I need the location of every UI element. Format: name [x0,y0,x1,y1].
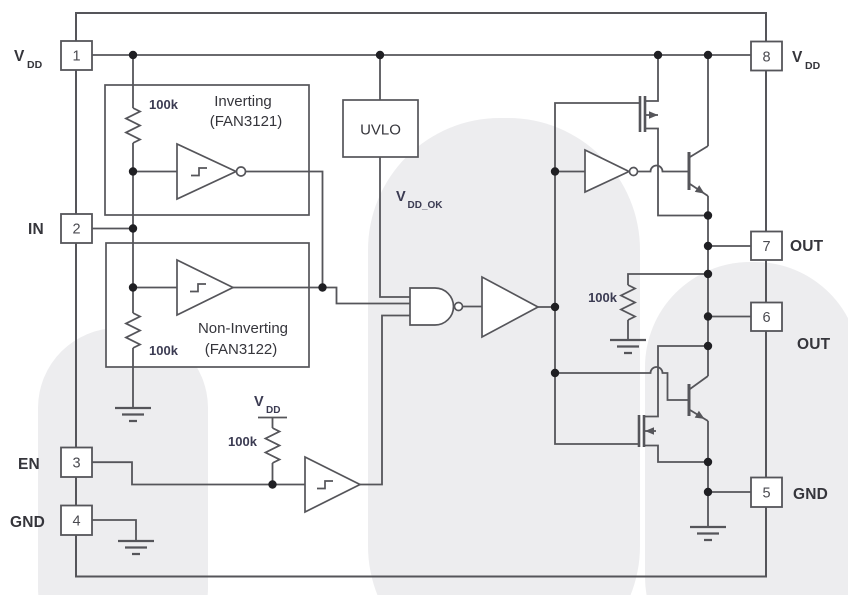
vdd-ok-wire [379,157,410,298]
watermark-arch-center [368,118,640,595]
enable-schmitt-icon [304,455,362,514]
en-pin-wire [92,461,305,486]
pin-2-label: IN [28,221,44,238]
pin-2-number: 2 [72,222,80,238]
pin-8-box [750,40,783,72]
pin-7-number: 7 [762,239,770,255]
schmitt-buffer-icon [176,258,235,317]
output-inverter-icon [584,148,639,194]
pin-numbers: 1 2 3 4 8 7 6 5 [72,49,770,530]
pin-1-label-sub: DD [27,59,43,71]
upper-base-wire [637,164,688,173]
pin-3-box [60,446,93,478]
pin-boxes [60,40,783,536]
ground-symbol-pulldown [610,338,646,355]
pin-6-number: 6 [762,310,770,326]
watermark-arch-right [645,262,848,595]
pin-1-label: V [14,48,25,65]
transistors [637,96,705,447]
pin-7-box [750,230,783,261]
gnd-pin-wire [92,519,137,541]
out-pin-wires [708,245,751,493]
logic-symbols [176,142,639,514]
non-inverting-block [105,242,310,368]
ground-symbol-output [690,525,726,542]
en-supply-label: V [254,394,264,410]
pin-2-box [60,213,93,244]
pin-8-number: 8 [762,50,770,66]
uvlo-label: UVLO [360,122,401,139]
pin-4-number: 4 [72,514,80,530]
pin-5-number: 5 [762,486,770,502]
ground-symbol-gnd-pin [118,539,154,556]
inverting-resistor-label: 100k [149,97,179,112]
ground-symbol-input [115,406,151,423]
buffer-icon [481,275,540,339]
pin-labels: V DD IN EN GND V DD OUT OUT GND [10,48,831,531]
npn-transistor-lower-icon [687,384,705,419]
non-inverting-part: (FAN3122) [205,341,278,358]
junction-dots [128,50,713,497]
nand-gate-icon [409,287,464,326]
gate-drive-rail-wire [554,102,640,445]
pin-6-box [750,301,783,332]
en-supply-label-sub: DD [266,405,280,416]
ground-symbols [115,338,726,556]
non-inverting-title: Non-Inverting [198,320,288,337]
pin-4-label: GND [10,514,45,531]
output-resistor-label: 100k [588,290,618,305]
inverter-output-wire [245,170,324,288]
en-to-nand-wire [360,314,410,486]
pmos-transistor-icon [638,96,658,132]
output-pulldown-wire [627,273,708,340]
ic-outline [75,12,767,578]
pin-8-label: V [792,49,803,66]
signal-to-nand-wire [322,286,410,305]
nmos-transistor-icon [637,415,654,447]
inverting-title: Inverting [214,93,272,110]
pin-3-label: EN [18,456,40,473]
non-inverting-resistor-label: 100k [149,343,179,358]
vdd-ok-label: V [396,189,406,205]
schmitt-inverter-icon [176,142,247,201]
vdd-ok-label-sub: DD_OK [408,200,444,211]
uvlo-block [342,99,419,158]
inverting-part: (FAN3121) [210,113,283,130]
en-pullup-wire [258,416,287,485]
resistor-en-pullup [263,427,282,464]
pin-5-label: GND [793,486,828,503]
pin-8-label-sub: DD [805,60,821,72]
resistor-noninverting-pulldown [123,312,143,349]
pin-3-number: 3 [72,456,80,472]
pin-7-label: OUT [790,238,824,255]
inverting-block [104,84,310,216]
pin-5-box [750,476,783,508]
pin-4-box [60,504,93,536]
npn-transistor-upper-icon [687,152,705,194]
en-resistor-label: 100k [228,434,258,449]
resistor-output-pulldown [618,284,638,321]
block-labels: 100k Inverting (FAN3121) Non-Inverting (… [149,93,618,449]
pin-1-number: 1 [72,49,80,65]
resistor-inverting-pullup [123,107,143,144]
pin-1-box [60,40,93,71]
pin-6-label: OUT [797,336,831,353]
